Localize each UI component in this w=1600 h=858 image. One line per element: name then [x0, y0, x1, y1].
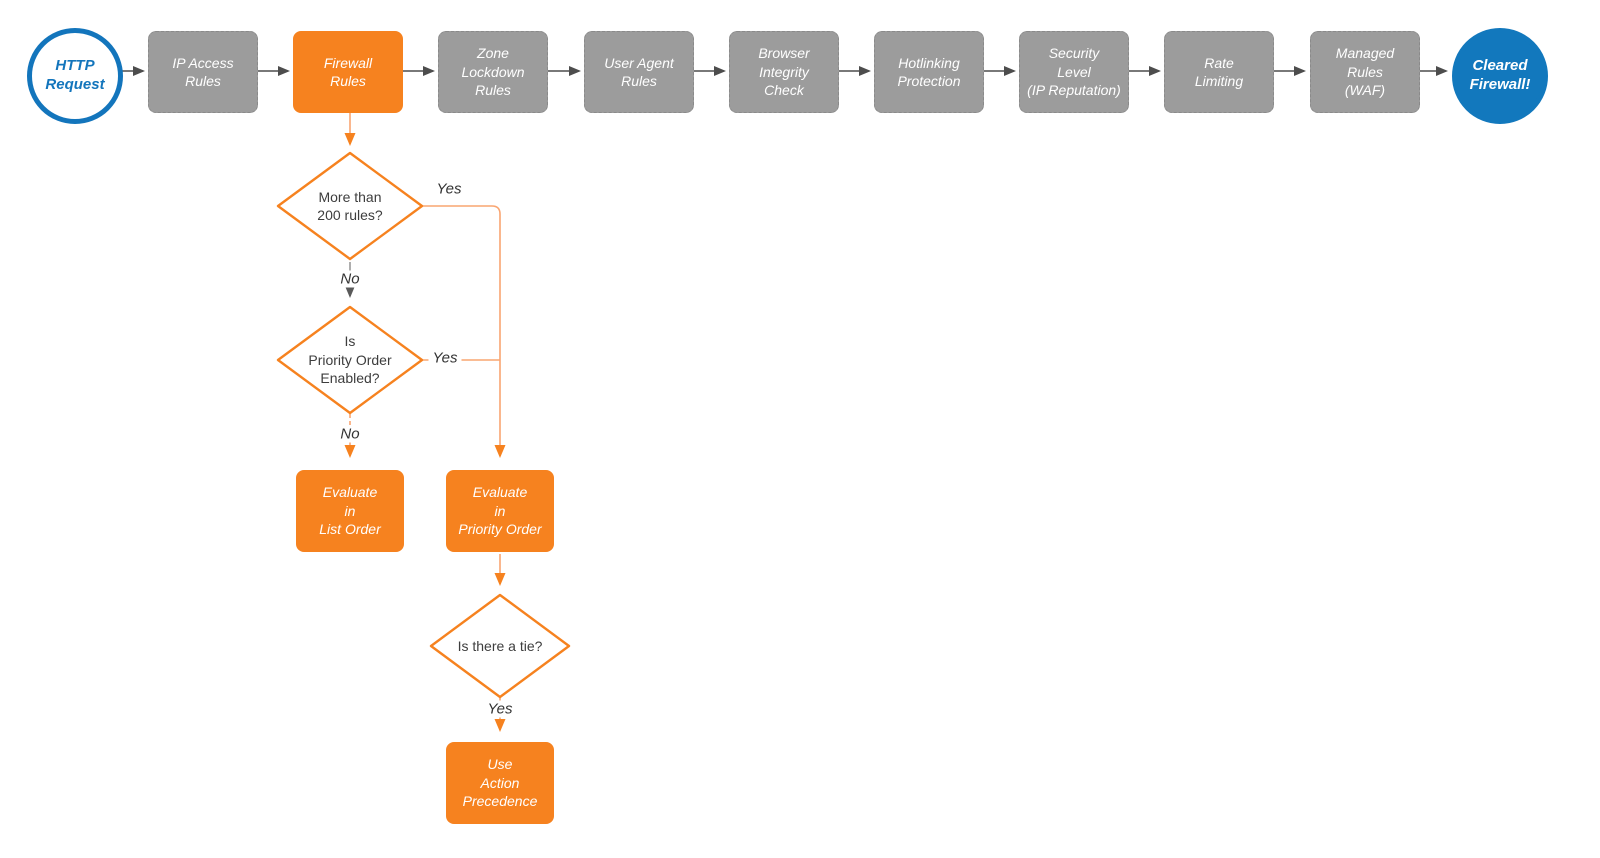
- edge-label-yes-tie: Yes: [483, 700, 517, 718]
- edge-label-no-priority: No: [336, 425, 364, 443]
- node-evaluate-in-priority-order: Evaluate in Priority Order: [446, 470, 554, 552]
- node-decision-priority-order-enabled: Is Priority Order Enabled?: [275, 304, 425, 416]
- node-decision-is-there-a-tie: Is there a tie?: [428, 592, 572, 700]
- node-cleared-firewall: Cleared Firewall!: [1452, 28, 1548, 124]
- decision-label: More than 200 rules?: [317, 188, 383, 223]
- diamond-shape: [276, 151, 424, 261]
- node-use-action-precedence: Use Action Precedence: [446, 742, 554, 824]
- node-hotlinking-protection: Hotlinking Protection: [874, 31, 984, 113]
- edge-label-yes-priority: Yes: [428, 349, 462, 367]
- node-ip-access-rules: IP Access Rules: [148, 31, 258, 113]
- node-decision-more-than-200-rules: More than 200 rules?: [275, 150, 425, 262]
- node-zone-lockdown-rules: Zone Lockdown Rules: [438, 31, 548, 113]
- node-evaluate-in-list-order: Evaluate in List Order: [296, 470, 404, 552]
- node-http-request: HTTP Request: [27, 28, 123, 124]
- node-user-agent-rules: User Agent Rules: [584, 31, 694, 113]
- node-firewall-rules: Firewall Rules: [293, 31, 403, 113]
- edge-label-yes-rules: Yes: [432, 180, 466, 198]
- edge-label-no-rules: No: [336, 270, 364, 288]
- node-managed-rules-waf: Managed Rules (WAF): [1310, 31, 1420, 113]
- node-browser-integrity-check: Browser Integrity Check: [729, 31, 839, 113]
- diamond-shape: [429, 593, 571, 699]
- arrow-decision-rules-yes: [423, 205, 506, 458]
- decision-label: Is there a tie?: [457, 637, 543, 654]
- decision-label: Is Priority Order Enabled?: [308, 333, 392, 387]
- node-rate-limiting: Rate Limiting: [1164, 31, 1274, 113]
- diamond-shape: [276, 305, 424, 415]
- node-security-level: Security Level (IP Reputation): [1019, 31, 1129, 113]
